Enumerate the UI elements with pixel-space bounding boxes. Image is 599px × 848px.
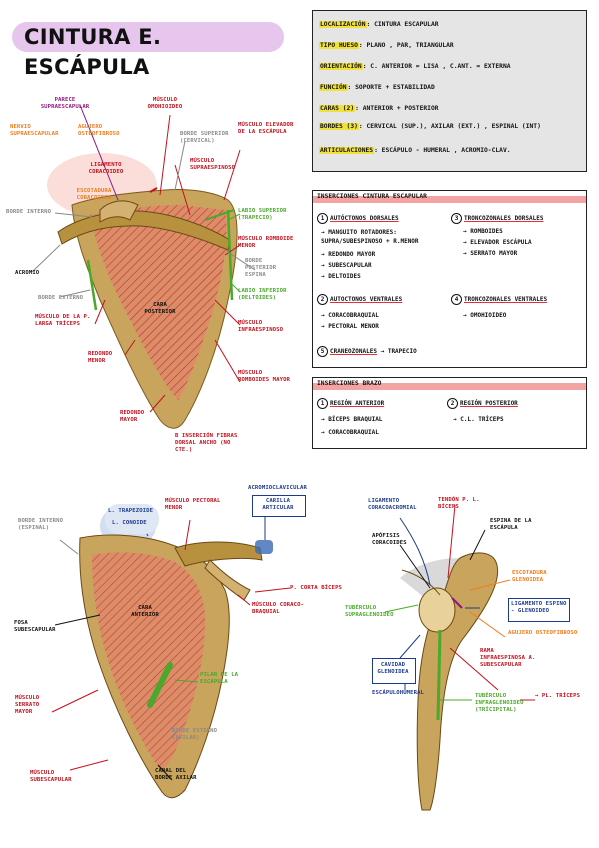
label-labio-superior: LABIO SUPERIOR (TRAPECIO) (238, 208, 287, 221)
label-agujero-osteofibroso-lateral: AGUJERO OSTEOFIBROSO (508, 630, 578, 636)
label-acromioclavicular: ACROMIOCLAVICULAR (248, 485, 307, 491)
label-romboides-mayor: MÚSCULO ROMBOIDES MAYOR (238, 370, 291, 383)
list-item: → CORACOBRAQUIAL (321, 312, 379, 319)
list-item: → PECTORAL MENOR (321, 323, 379, 330)
label-musculo-supraespinoso: MÚSCULO SUPRAESPINOSO (190, 158, 236, 171)
label-cavidad-glenoidea: CAVIDAD GLENOIDEA (377, 662, 409, 675)
label-escotadura-coracoidea: ESCOTADURA CORACOIDEA (76, 188, 112, 201)
anterior-scapula (79, 504, 273, 799)
label-ligamento-coracoideo: LIGAMENTO CORACOIDEO (88, 162, 124, 175)
label-borde-interno: BORDE INTERNO (6, 209, 52, 215)
posterior-leaders (94, 114, 241, 413)
label-parece-supraescapular: PARECE SUPRAESCAPULAR (40, 97, 90, 110)
label-conoide: L. CONOIDE (112, 520, 147, 526)
ligaments-bubble (105, 504, 159, 534)
info-row-caras: CARAS (2): ANTERIOR + POSTERIOR (319, 105, 439, 112)
list-item: → BÍCEPS BRAQUIAL (321, 416, 383, 423)
label-tuberculo-supraglenoideo: TUBÉRCULO SUPRAGLENOIDEO (345, 605, 394, 618)
list-item: → OMOHIOIDEO (463, 312, 507, 319)
label-borde-posterior: BORDE POSTERIOR ESPINA (245, 258, 277, 278)
label-trapezoide: L. TRAPEZOIDE (108, 508, 154, 514)
label-ligamento-espinoglenoideo: LIGAMENTO ESPINO - GLENOIDEO (511, 601, 567, 614)
label-labio-inferior: LABIO INFERIOR (DELTOIDES) (238, 288, 287, 301)
list-item: → ROMBOIDES (463, 228, 503, 235)
label-romboide-menor: MÚSCULO ROMBOIDE MENOR (238, 236, 294, 249)
page-title: CINTURA E. ESCÁPULA (12, 22, 284, 79)
list-item: → SERRATO MAYOR (463, 250, 518, 257)
label-tuberculo-infraglenoideo: TUBÉRCULO INFRAGLENOIDEO (TRÍCIPITAL) (475, 693, 524, 713)
list-item: → ELEVADOR ESCÁPULA (463, 239, 532, 246)
label-agujero-osteofibroso: AGUJERO OSTEOFIBROSO (78, 124, 120, 137)
label-ligamento-coracoacromial: LIGAMENTO CORACOACROMIAL (368, 498, 417, 511)
label-nervio-supraescapular: NERVIO SUPRAESCAPULAR (10, 124, 59, 137)
label-apofisis-coracoides: APÓFISIS CORACOIDES (372, 533, 407, 546)
label-musculo-elevador: MÚSCULO ELEVADOR DE LA ESCÁPULA (238, 122, 294, 135)
label-redondo-mayor: REDONDO MAYOR (120, 410, 145, 423)
label-espina-escapula: ESPINA DE LA ESCÁPULA (490, 518, 532, 531)
label-redondo-menor: REDONDO MENOR (88, 351, 113, 364)
panel-header-bar (313, 383, 586, 390)
posterior-scapula (47, 153, 238, 429)
list-item: → REDONDO MAYOR (321, 251, 376, 258)
label-escapulohumeral: ESCÁPULOHUMERAL (372, 690, 425, 696)
label-musculo-omohioideo: MÚSCULO OMOHIOIDEO (147, 97, 183, 110)
label-insercion-dorsal-ancho: B INSERCIÓN FIBRAS DORSAL ANCHO (NO CTE.… (175, 433, 238, 453)
label-carilla-articular: CARILLA ARTICULAR (262, 498, 294, 511)
label-pilar-escapula: PILAR DE LA ESCÁPULA (200, 672, 239, 685)
info-row-bordes: BORDES (3): CERVICAL (SUP.), AXILAR (EXT… (319, 123, 541, 130)
panel-heading: INSERCIONES BRAZO (317, 380, 382, 387)
label-borde-externo: BORDE EXTERNO (38, 295, 84, 301)
info-row-localizacion: LOCALIZACIÓN: CINTURA ESCAPULAR (319, 21, 439, 28)
label-acromio: ACROMIO (15, 270, 40, 276)
info-row-orientacion: ORIENTACIÓN: C. ANTERIOR = LISA , C.ANT.… (319, 63, 511, 70)
info-row-tipo: TIPO HUESO: PLANO , PAR, TRIANGULAR (319, 42, 454, 49)
summary-box: LOCALIZACIÓN: CINTURA ESCAPULAR TIPO HUE… (312, 10, 587, 172)
posterior-grey-leaders (31, 140, 256, 298)
list-item: → SUBESCAPULAR (321, 262, 372, 269)
list-item: → C.L. TRÍCEPS (453, 416, 504, 423)
cavidad-box (372, 658, 416, 684)
label-pl-triceps: → PL. TRÍCEPS (535, 693, 581, 699)
ligamento-box (508, 598, 570, 622)
label-tendon-biceps: TENDÓN P. L. BÍCEPS (438, 497, 480, 510)
list-item: → DELTOIDES (321, 273, 361, 280)
label-canal-borde-axilar: CANAL DEL BORDE AXILAR (155, 768, 197, 781)
label-cara-anterior: CARA ANTERIOR (131, 605, 159, 618)
label-serrato-mayor: MÚSCULO SERRATO MAYOR (15, 695, 40, 715)
label-cara-posterior: CARA POSTERIOR (144, 302, 176, 315)
panel-header-bar (313, 196, 586, 203)
label-porcion-larga-triceps: MÚSCULO DE LA P. LARGA TRÍCEPS (35, 314, 91, 327)
label-musculo-subescapular: MÚSCULO SUBESCAPULAR (30, 770, 72, 783)
list-item: → MANGUITO ROTADORES: SUPRA/SUBESPINOSO … (321, 229, 419, 245)
label-pectoral-menor: MÚSCULO PECTORAL MENOR (165, 498, 221, 511)
info-row-funcion: FUNCIÓN: SOPORTE + ESTABILIDAD (319, 84, 435, 91)
label-fosa-subescapular: FOSA SUBESCAPULAR (14, 620, 56, 633)
label-musculo-infraespinoso: MÚSCULO INFRAESPINOSO (238, 320, 284, 333)
label-borde-superior: BORDE SUPERIOR (CERVICAL) (180, 131, 229, 144)
panel-heading: INSERCIONES CINTURA ESCAPULAR (317, 193, 427, 200)
info-row-articulaciones: ARTICULACIONES: ESCÁPULO - HUMERAL , ACR… (319, 147, 511, 154)
label-p-corta-biceps: P. CORTA BÍCEPS (290, 585, 343, 591)
label-borde-interno-espinal: BORDE INTERNO (ESPINAL) (18, 518, 64, 531)
label-borde-externo-axilar: BORDE EXTERNO (AXILAR) (172, 728, 218, 741)
list-item: → CORACOBRAQUIAL (321, 429, 379, 436)
label-rama-infraespinosa: RAMA INFRAESPINOSA A. SUBESCAPULAR (480, 648, 536, 668)
label-coraco-braquial: MÚSCULO CORACO-BRAQUIAL (252, 602, 305, 615)
label-escotadura-glenoidea: ESCOTADURA GLENOIDEA (512, 570, 547, 583)
carilla-box (252, 495, 306, 517)
